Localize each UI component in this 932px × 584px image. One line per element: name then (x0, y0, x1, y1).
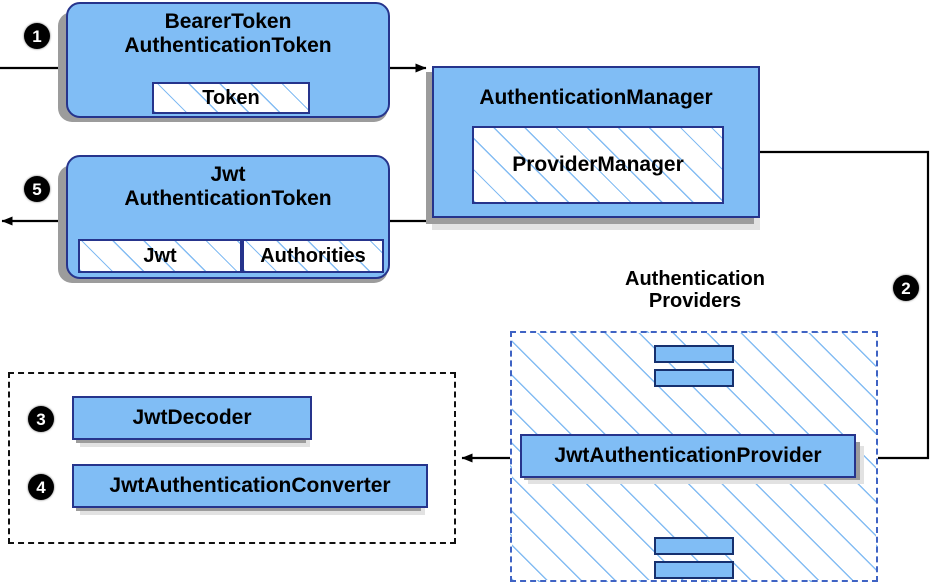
step-marker-5: 5 (24, 176, 50, 202)
jwt-support-group (8, 372, 456, 544)
bearer-token-title-line1: BearerToken (164, 10, 292, 33)
jwt-authentication-provider-label: JwtAuthenticationProvider (554, 444, 822, 468)
bearer-token-title-line2: AuthenticationToken (124, 33, 332, 57)
provider-manager-label: ProviderManager (512, 153, 684, 176)
bearer-token-inner-token: Token (152, 82, 310, 114)
provider-placeholder-bar-4 (654, 561, 734, 579)
jwt-token-title-line2: AuthenticationToken (124, 186, 332, 210)
bearer-token-inner-token-label: Token (202, 86, 260, 109)
provider-placeholder-bar-2 (654, 369, 734, 387)
jwt-token-inner-jwt: Jwt (78, 239, 242, 273)
jwt-token-inner-authorities: Authorities (242, 239, 384, 273)
node-jwt-authentication-token[interactable]: Jwt AuthenticationToken Jwt Authorities (66, 155, 390, 279)
bearer-token-title: BearerToken AuthenticationToken (124, 10, 331, 57)
node-bearer-token-authentication-token[interactable]: BearerToken AuthenticationToken Token (66, 2, 390, 118)
jwt-token-inner-authorities-label: Authorities (260, 244, 366, 267)
step-marker-3: 3 (28, 406, 54, 432)
step-marker-1: 1 (24, 23, 50, 49)
node-jwt-decoder[interactable]: JwtDecoder (72, 396, 312, 440)
step-marker-2: 2 (893, 275, 919, 301)
jwt-decoder-label: JwtDecoder (132, 406, 252, 430)
node-jwt-authentication-converter[interactable]: JwtAuthenticationConverter (72, 464, 428, 508)
jwt-authentication-converter-label: JwtAuthenticationConverter (109, 474, 391, 498)
node-jwt-authentication-provider[interactable]: JwtAuthenticationProvider (520, 434, 856, 478)
authentication-manager-inner-provider-manager: ProviderManager (472, 126, 724, 204)
authentication-manager-title: AuthenticationManager (479, 86, 713, 109)
providers-group-label: Authentication Providers (520, 268, 870, 312)
provider-placeholder-bar-3 (654, 537, 734, 555)
providers-label-line1: Authentication (625, 268, 765, 290)
jwt-token-title-line1: Jwt (210, 163, 246, 186)
step-marker-4: 4 (28, 474, 54, 500)
jwt-token-title: Jwt AuthenticationToken (124, 163, 331, 210)
providers-label-line2: Providers (648, 290, 742, 312)
jwt-token-inner-jwt-label: Jwt (143, 244, 177, 267)
node-authentication-manager[interactable]: AuthenticationManager ProviderManager (432, 66, 760, 218)
provider-placeholder-bar-1 (654, 345, 734, 363)
